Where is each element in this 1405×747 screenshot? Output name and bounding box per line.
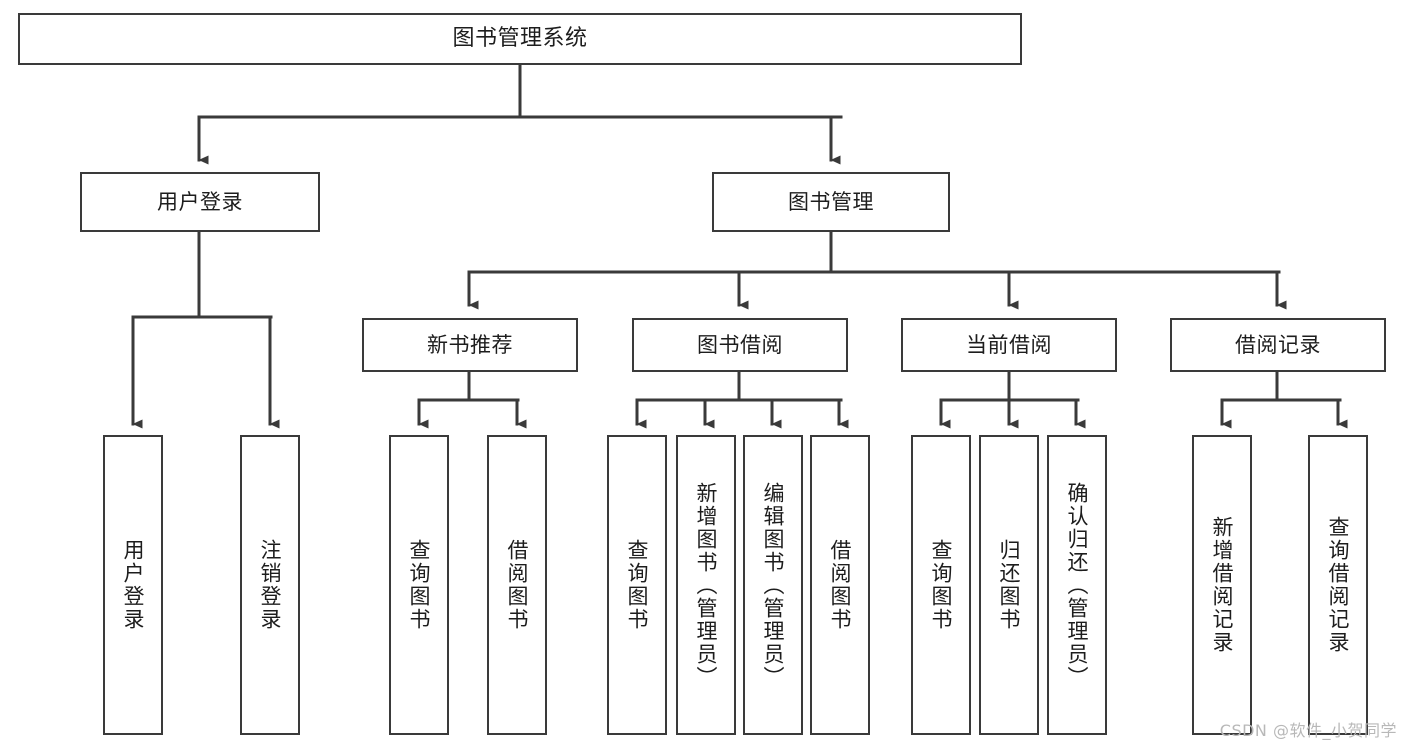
node-leaf-query-book-1[interactable]: 查询图书 [389, 435, 449, 735]
node-leaf-query-book-3-label: 查询图书 [929, 539, 954, 631]
node-borrow-record[interactable]: 借阅记录 [1170, 318, 1386, 372]
node-leaf-edit-book[interactable]: 编辑图书（管理员） [743, 435, 803, 735]
node-root[interactable]: 图书管理系统 [18, 13, 1022, 65]
node-user-login[interactable]: 用户登录 [80, 172, 320, 232]
node-root-label: 图书管理系统 [452, 26, 588, 52]
node-new-book-rec[interactable]: 新书推荐 [362, 318, 578, 372]
node-leaf-return-book[interactable]: 归还图书 [979, 435, 1039, 735]
node-book-borrow-label: 图书借阅 [697, 332, 783, 357]
node-leaf-query-borrow-record[interactable]: 查询借阅记录 [1308, 435, 1368, 735]
node-leaf-borrow-book-2[interactable]: 借阅图书 [810, 435, 870, 735]
node-leaf-add-book-label: 新增图书（管理员） [694, 481, 719, 689]
node-leaf-logout-label: 注销登录 [258, 539, 283, 631]
node-leaf-add-borrow-record-label: 新增借阅记录 [1210, 516, 1235, 654]
node-user-login-label: 用户登录 [157, 189, 243, 214]
node-leaf-query-book-1-label: 查询图书 [407, 539, 432, 631]
node-leaf-borrow-book-1[interactable]: 借阅图书 [487, 435, 547, 735]
node-leaf-user-login-label: 用户登录 [121, 539, 146, 631]
node-leaf-edit-book-label: 编辑图书（管理员） [761, 481, 786, 689]
node-current-borrow-label: 当前借阅 [966, 332, 1052, 357]
node-new-book-rec-label: 新书推荐 [427, 332, 513, 357]
node-leaf-borrow-book-2-label: 借阅图书 [828, 539, 853, 631]
csdn-watermark: CSDN @软件_小贺同学 [1219, 721, 1397, 740]
node-leaf-return-book-label: 归还图书 [997, 539, 1022, 631]
node-book-manage-label: 图书管理 [788, 189, 874, 214]
node-leaf-borrow-book-1-label: 借阅图书 [505, 539, 530, 631]
node-leaf-query-book-2[interactable]: 查询图书 [607, 435, 667, 735]
node-leaf-add-borrow-record[interactable]: 新增借阅记录 [1192, 435, 1252, 735]
node-borrow-record-label: 借阅记录 [1235, 332, 1321, 357]
node-leaf-logout[interactable]: 注销登录 [240, 435, 300, 735]
node-leaf-confirm-return-label: 确认归还（管理员） [1065, 481, 1090, 689]
node-current-borrow[interactable]: 当前借阅 [901, 318, 1117, 372]
node-leaf-query-book-2-label: 查询图书 [625, 539, 650, 631]
node-book-borrow[interactable]: 图书借阅 [632, 318, 848, 372]
node-leaf-query-book-3[interactable]: 查询图书 [911, 435, 971, 735]
node-leaf-confirm-return[interactable]: 确认归还（管理员） [1047, 435, 1107, 735]
node-leaf-query-borrow-record-label: 查询借阅记录 [1326, 516, 1351, 654]
node-leaf-user-login[interactable]: 用户登录 [103, 435, 163, 735]
node-book-manage[interactable]: 图书管理 [712, 172, 950, 232]
node-leaf-add-book[interactable]: 新增图书（管理员） [676, 435, 736, 735]
